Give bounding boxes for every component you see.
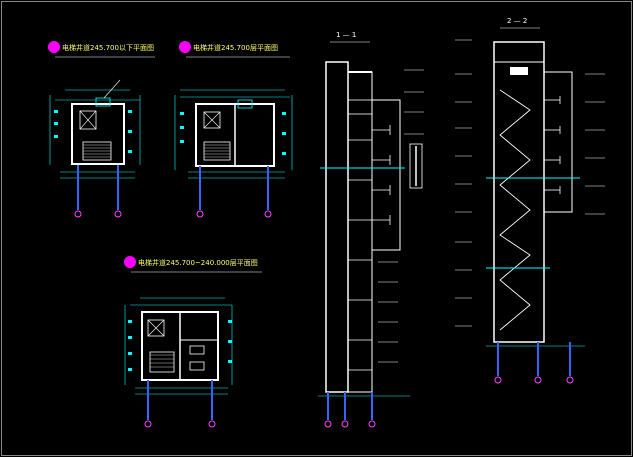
plan-a-title: 电梯井道245.700以下平面图 [62,43,154,52]
section-2-title: 2 — 2 [507,17,527,25]
plan-a: 电梯井道245.700以下平面图 [48,41,155,218]
title-badge [124,256,136,268]
plan-c-title: 电梯井道245.700~240.000层平面图 [138,258,258,267]
plan-c: 电梯井道245.700~240.000层平面图 [124,256,262,428]
section-1: 1 — 1 [318,31,424,428]
plan-b-title: 电梯井道245.700层平面图 [193,43,278,52]
title-badge [179,41,191,53]
plan-b: 电梯井道245.700层平面图 [174,41,293,218]
section-1-title: 1 — 1 [336,31,356,39]
title-badge [48,41,60,53]
section-2: 2 — 2 [455,17,605,384]
